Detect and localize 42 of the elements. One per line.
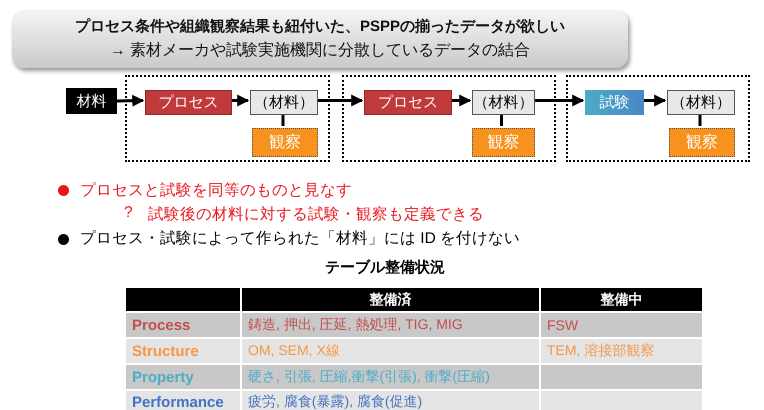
table-cell: 硬さ, 引張, 圧縮,衝撃(引張), 衝撃(圧縮) — [242, 365, 539, 389]
observation-box: 観察 — [472, 128, 535, 157]
material-box: （材料） — [250, 90, 318, 115]
arrow — [316, 94, 364, 106]
bullet-text: プロセスと試験を同等のものと見なす — [80, 181, 352, 201]
dashed-group-box — [125, 75, 330, 162]
process-box: プロセス — [364, 90, 452, 115]
heading-text: プロセス条件や組織観察結果も紐付いた、PSPPの揃ったデータが欲しい — [74, 17, 566, 36]
test-box: 試験 — [585, 90, 644, 115]
table-cell: FSW — [541, 313, 702, 337]
process-box: プロセス — [145, 90, 232, 115]
connector-line — [698, 113, 702, 126]
observation-box: 観察 — [669, 128, 735, 157]
arrow — [450, 94, 472, 106]
arrow — [642, 94, 666, 106]
row-header: Process — [126, 313, 240, 337]
subheading-text: → 素材メーカや試験実施機関に分散しているデータの結合 — [110, 40, 530, 61]
dashed-group-box — [566, 75, 750, 162]
row-header: Property — [126, 365, 240, 389]
arrow — [533, 94, 584, 106]
bullet-text: 試験後の材料に対する試験・観察も定義できる — [148, 205, 484, 225]
connector-line — [500, 113, 503, 126]
row-header: Structure — [126, 339, 240, 363]
row-header: Performance — [126, 391, 240, 410]
bullet-mark: ? — [124, 204, 133, 222]
table-cell: TEM, 溶接部観察 — [541, 339, 702, 363]
column-header: 整備済 — [242, 288, 539, 311]
connector-line — [282, 113, 284, 126]
table-cell: OM, SEM, X線 — [242, 339, 539, 363]
material-box: 材料 — [66, 88, 117, 114]
material-box: （材料） — [472, 90, 535, 115]
table-cell: 疲労, 腐食(暴露), 腐食(促進) — [242, 391, 539, 410]
dashed-group-box — [342, 75, 556, 162]
observation-box: 観察 — [252, 128, 318, 157]
arrow — [116, 94, 144, 107]
arrow — [230, 94, 250, 106]
bullet-text: プロセス・試験によって作られた「材料」には ID を付けない — [80, 229, 520, 249]
banner — [12, 10, 628, 68]
material-box: （材料） — [667, 90, 735, 115]
column-header: 整備中 — [541, 288, 702, 311]
table-title: テーブル整備状況 — [325, 258, 445, 277]
table-cell: 鋳造, 押出, 圧延, 熱処理, TIG, MIG — [242, 313, 539, 337]
